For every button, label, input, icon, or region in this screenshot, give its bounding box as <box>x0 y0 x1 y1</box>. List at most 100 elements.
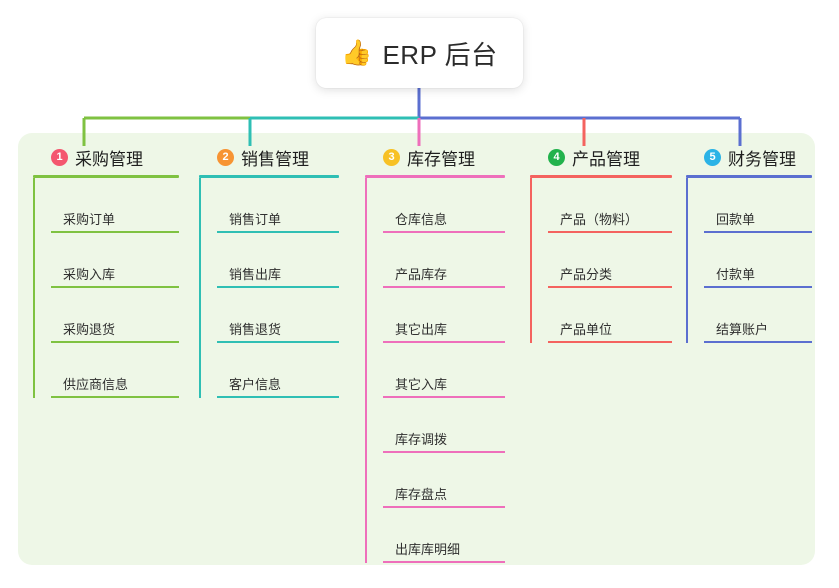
branch-item-rule <box>51 341 179 343</box>
branch-header-1[interactable]: 1 采购管理 <box>33 144 179 170</box>
branch-header-2[interactable]: 2 销售管理 <box>199 144 339 170</box>
branch-item-rule <box>383 286 505 288</box>
branch-item-label: 产品库存 <box>395 267 448 282</box>
branch-item[interactable]: 结算账户 <box>704 288 812 343</box>
branch-badge-2: 2 <box>217 148 234 166</box>
branch-item-label: 结算账户 <box>716 322 769 337</box>
branch-item-label: 其它入库 <box>395 377 448 392</box>
branch-item-label: 库存调拨 <box>395 432 448 447</box>
branch-item[interactable]: 其它出库 <box>383 288 505 343</box>
branch-item-label: 库存盘点 <box>395 487 448 502</box>
branch-item-label: 采购入库 <box>63 267 116 282</box>
branch-item-rule <box>548 341 672 343</box>
branch-header-rule <box>365 175 505 178</box>
branch-header-rule <box>33 175 179 178</box>
branch-items: 仓库信息产品库存其它出库其它入库库存调拨库存盘点出库库明细 <box>365 178 505 563</box>
root-title: ERP 后台 <box>382 39 498 70</box>
branch-spine <box>33 178 35 398</box>
branch-item[interactable]: 销售退货 <box>217 288 339 343</box>
branch-item-rule <box>548 286 672 288</box>
branch-badge-1: 1 <box>51 148 68 166</box>
branches-panel <box>18 133 815 565</box>
branch-item[interactable]: 产品分类 <box>548 233 672 288</box>
branch-item-rule <box>704 341 812 343</box>
branch-item-label: 采购订单 <box>63 212 116 227</box>
branch-spine <box>365 178 367 563</box>
branch-item[interactable]: 客户信息 <box>217 343 339 398</box>
branch-item-rule <box>217 341 339 343</box>
branch-item[interactable]: 产品库存 <box>383 233 505 288</box>
branch-item[interactable]: 库存调拨 <box>383 398 505 453</box>
branch-header-rule <box>686 175 812 178</box>
branch-item-rule <box>548 231 672 233</box>
branch-item[interactable]: 产品单位 <box>548 288 672 343</box>
branch-item[interactable]: 采购入库 <box>51 233 179 288</box>
branch-item-rule <box>217 231 339 233</box>
branch-item-label: 产品单位 <box>560 322 613 337</box>
branch-item[interactable]: 销售出库 <box>217 233 339 288</box>
branch-item-label: 销售出库 <box>229 267 282 282</box>
branch-item[interactable]: 库存盘点 <box>383 453 505 508</box>
thumbs-up-icon: 👍 <box>341 38 373 67</box>
branch-item[interactable]: 付款单 <box>704 233 812 288</box>
branch-column-2: 2 销售管理销售订单销售出库销售退货客户信息 <box>199 144 339 398</box>
branch-header-3[interactable]: 3 库存管理 <box>365 144 505 170</box>
branch-items: 采购订单采购入库采购退货供应商信息 <box>33 178 179 398</box>
branch-item-label: 产品（物料） <box>560 212 639 227</box>
branch-item-label: 采购退货 <box>63 322 116 337</box>
branch-title: 采购管理 <box>75 149 143 169</box>
branch-item-label: 销售订单 <box>229 212 282 227</box>
branch-column-5: 5 财务管理回款单付款单结算账户 <box>686 144 812 343</box>
branch-item-rule <box>51 231 179 233</box>
branch-items: 回款单付款单结算账户 <box>686 178 812 343</box>
branch-item-rule <box>704 286 812 288</box>
branch-item[interactable]: 回款单 <box>704 178 812 233</box>
branch-item-label: 客户信息 <box>229 377 282 392</box>
branch-item[interactable]: 其它入库 <box>383 343 505 398</box>
branch-item-rule <box>51 396 179 398</box>
branch-item[interactable]: 出库库明细 <box>383 508 505 563</box>
branch-item-rule <box>383 231 505 233</box>
branch-header-5[interactable]: 5 财务管理 <box>686 144 812 170</box>
branch-title: 财务管理 <box>728 149 796 169</box>
branch-column-1: 1 采购管理采购订单采购入库采购退货供应商信息 <box>33 144 179 398</box>
branch-item[interactable]: 采购订单 <box>51 178 179 233</box>
branch-item-label: 产品分类 <box>560 267 613 282</box>
branch-item-label: 其它出库 <box>395 322 448 337</box>
branch-item-rule <box>51 286 179 288</box>
branch-item-rule <box>383 451 505 453</box>
branch-title: 销售管理 <box>241 149 309 169</box>
branch-items: 销售订单销售出库销售退货客户信息 <box>199 178 339 398</box>
branch-item-rule <box>383 561 505 563</box>
branch-item-label: 付款单 <box>716 267 756 282</box>
branch-badge-5: 5 <box>704 148 721 166</box>
branch-item-label: 销售退货 <box>229 322 282 337</box>
branch-spine <box>686 178 688 343</box>
branch-item-rule <box>217 286 339 288</box>
branch-spine <box>199 178 201 398</box>
branch-header-rule <box>199 175 339 178</box>
branch-spine <box>530 178 532 343</box>
branch-title: 库存管理 <box>407 149 475 169</box>
branch-item-label: 出库库明细 <box>395 542 461 557</box>
branch-item-rule <box>217 396 339 398</box>
branch-item-label: 仓库信息 <box>395 212 448 227</box>
branch-item[interactable]: 产品（物料） <box>548 178 672 233</box>
branch-items: 产品（物料） 产品分类产品单位 <box>530 178 672 343</box>
branch-item-rule <box>704 231 812 233</box>
branch-item-rule <box>383 396 505 398</box>
branch-item[interactable]: 采购退货 <box>51 288 179 343</box>
branch-item[interactable]: 销售订单 <box>217 178 339 233</box>
branch-item-label: 供应商信息 <box>63 377 129 392</box>
branch-item[interactable]: 供应商信息 <box>51 343 179 398</box>
branch-header-rule <box>530 175 672 178</box>
branch-item-rule <box>383 506 505 508</box>
branch-column-3: 3 库存管理仓库信息产品库存其它出库其它入库库存调拨库存盘点出库库明细 <box>365 144 505 563</box>
root-node[interactable]: 👍 ERP 后台 <box>316 18 523 88</box>
branch-item[interactable]: 仓库信息 <box>383 178 505 233</box>
branch-badge-3: 3 <box>383 148 400 166</box>
branch-item-rule <box>383 341 505 343</box>
